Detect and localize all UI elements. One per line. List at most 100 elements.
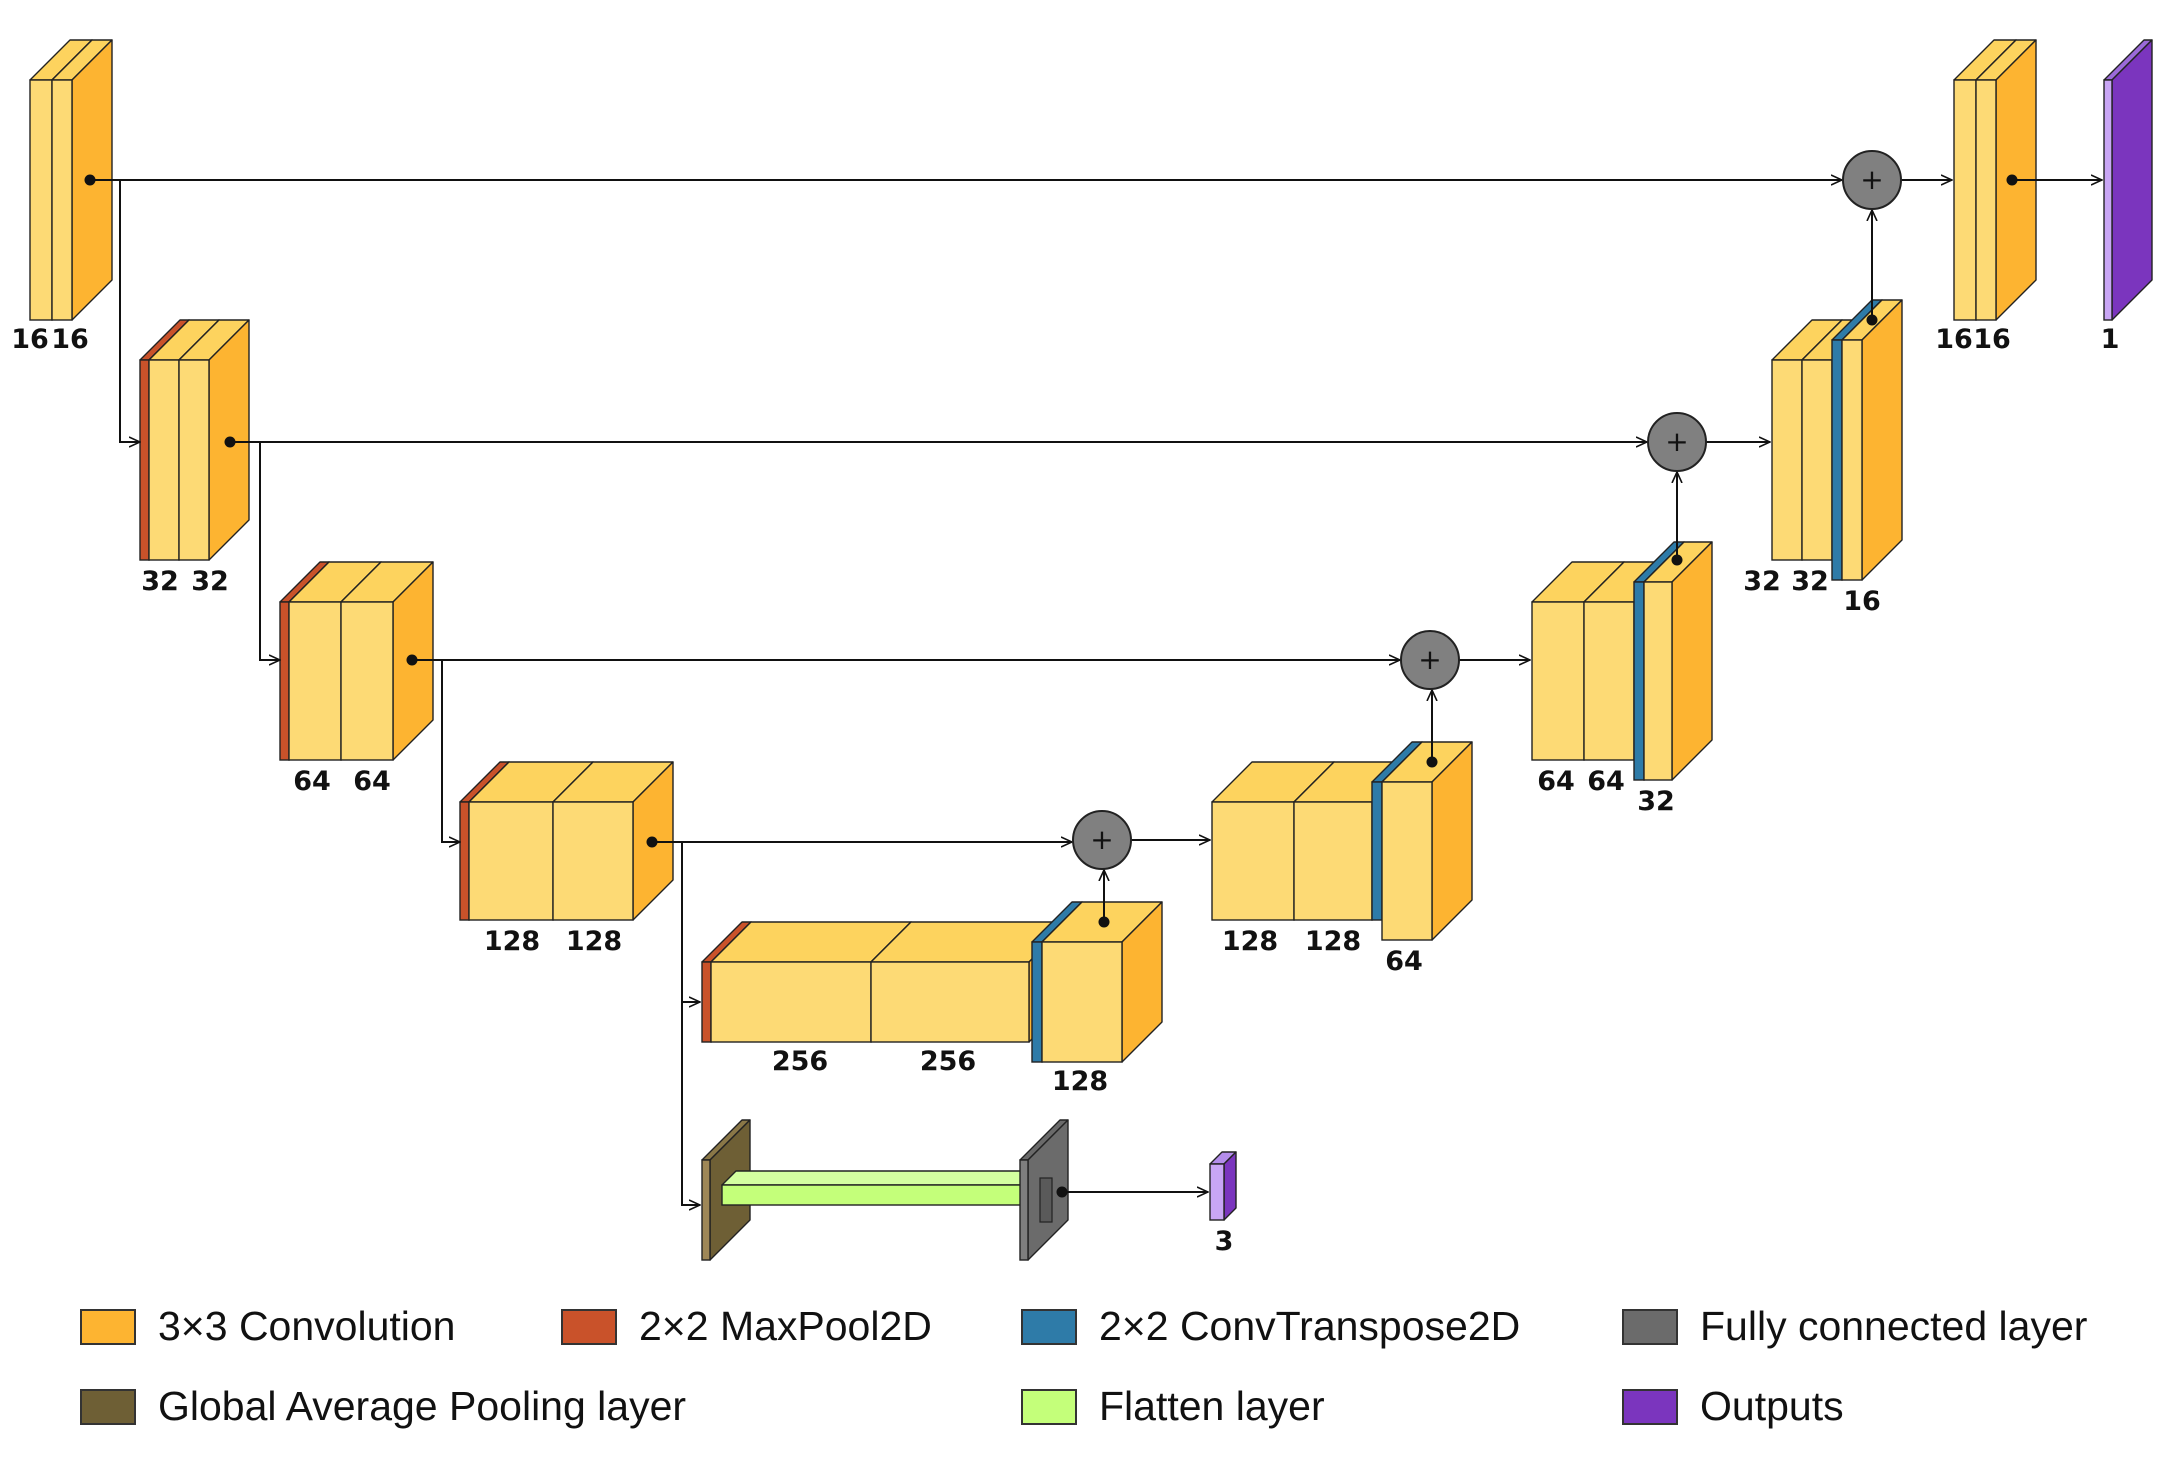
encoder-5-label-b: 256 [920,1046,976,1077]
encoder-block-3-conv1-front [288,601,342,761]
encoder-5-label-a: 256 [772,1046,828,1077]
add-node-3: + [1400,630,1460,690]
decoder-block-3-conv3-side [1671,541,1713,781]
legend-label: Global Average Pooling layer [158,1383,687,1429]
downsample-edge-4 [681,842,700,1002]
encoder-4-label-a: 128 [484,926,540,957]
flatten-layer-top [721,1170,1037,1186]
fully-connected-swatch-icon [1622,1308,1678,1345]
encoder-block-4-conv1-front [468,801,554,921]
flatten-swatch-icon [1021,1388,1077,1425]
outputs-swatch-icon [1622,1388,1678,1425]
decoder-block-2-conv2-front [1801,359,1833,561]
encoder-1-label-b: 16 [51,324,89,355]
add-node-circle [1072,810,1132,870]
encoder-block-2-maxpool-front [139,359,150,561]
fully-connected-layer-front [1019,1159,1029,1261]
decoder-block-2-convtranspose-front [1831,339,1843,581]
encoder-block-5-maxpool-front [701,961,712,1043]
legend-item-global-average-pooling: Global Average Pooling layer [80,1383,686,1430]
decoder-block-3-convtranspose-front [1633,581,1645,781]
segmentation-output-label: 1 [2101,324,2120,355]
add-node-circle [1842,150,1902,210]
decoder-4-up-dot [1426,756,1438,768]
segmentation-output-side [2111,39,2153,321]
decoder-2-label-a: 32 [1743,566,1781,597]
global-average-pooling-swatch-icon [80,1388,136,1425]
decoder-block-2-conv3 [1841,299,1903,581]
maxpool-swatch-icon [561,1308,617,1345]
add-icon: + [1665,425,1688,458]
decoder-3-up-dot [1671,554,1683,566]
encoder-block-3-conv2-front [340,601,394,761]
downsample-edge-2 [259,442,280,660]
legend-label: Flatten layer [1099,1383,1325,1429]
add-node-2: + [1647,412,1707,472]
encoder-block-5-convtranspose-front [1031,941,1043,1063]
classification-output-front [1209,1163,1225,1221]
flatten-layer [721,1170,1037,1206]
add-node-4: + [1072,810,1132,870]
decoder-3-label-a: 64 [1537,766,1575,797]
encoder-5-label-up: 128 [1052,1066,1108,1097]
add-node-circle [1400,630,1460,690]
decoder-block-1-conv1-front [1953,79,1977,321]
decoder-2-up-dot [1866,314,1878,326]
decoder-block-3-conv3 [1643,541,1713,781]
classification-output-side [1223,1151,1237,1221]
fully-connected-out-dot [1056,1186,1068,1198]
decoder-block-4-conv1-front [1211,801,1295,921]
encoder-block-3-maxpool-front [279,601,290,761]
encoder-4-label-b: 128 [566,926,622,957]
downsample-edge-3 [441,660,460,842]
decoder-block-1-conv2-front [1975,79,1997,321]
decoder-block-3-conv3-front [1643,581,1673,781]
skip-dot-2 [224,436,236,448]
encoder-3-label-a: 64 [293,766,331,797]
decoder-1-label-a: 16 [1935,324,1973,355]
encoder-2-label-a: 32 [141,566,179,597]
legend-item-outputs: Outputs [1622,1383,1844,1430]
add-node-1: + [1842,150,1902,210]
decoder-1-label-b: 16 [1973,324,2011,355]
encoder-block-4-maxpool-front [459,801,470,921]
encoder-block-2-conv1-front [148,359,180,561]
classification-branch-edge [681,1002,700,1205]
decoder-1-out-dot [2006,174,2018,186]
encoder-3-label-b: 64 [353,766,391,797]
encoder-block-1-conv1-front [29,79,53,321]
legend-item-convolution: 3×3 Convolution [80,1303,455,1350]
add-icon: + [1418,643,1441,676]
decoder-block-4-conv3-front [1381,781,1433,941]
legend-item-flatten: Flatten layer [1021,1383,1325,1430]
add-icon: + [1090,823,1113,856]
convolution-swatch-icon [80,1308,136,1345]
legend-item-fully-connected: Fully connected layer [1622,1303,2087,1350]
encoder-block-2-conv2 [178,319,250,561]
encoder-block-4-conv2 [552,761,674,921]
skip-dot-3 [406,654,418,666]
add-node-circle [1647,412,1707,472]
legend-label: 3×3 Convolution [158,1303,456,1349]
decoder-2-label-b: 32 [1791,566,1829,597]
classification-output [1209,1151,1237,1221]
legend-label: Fully connected layer [1700,1303,2088,1349]
bottleneck-up-dot [1098,916,1110,928]
legend-item-convtranspose: 2×2 ConvTranspose2D [1021,1303,1520,1350]
decoder-block-2-conv1-front [1771,359,1803,561]
add-icon: + [1860,163,1883,196]
encoder-block-2-conv2-front [178,359,210,561]
encoder-2-label-b: 32 [191,566,229,597]
segmentation-output-front [2103,79,2113,321]
flatten-layer-front [721,1184,1023,1206]
legend-label: 2×2 ConvTranspose2D [1099,1303,1521,1349]
decoder-block-3-conv1-front [1531,601,1585,761]
skip-dot-1 [84,174,96,186]
decoder-block-3-conv2-front [1583,601,1635,761]
legend-label: 2×2 MaxPool2D [639,1303,932,1349]
decoder-4-label-a: 128 [1222,926,1278,957]
decoder-block-2-conv3-side [1861,299,1903,581]
decoder-block-4-conv2-front [1293,801,1373,921]
decoder-3-label-b: 64 [1587,766,1625,797]
convtranspose-swatch-icon [1021,1308,1077,1345]
